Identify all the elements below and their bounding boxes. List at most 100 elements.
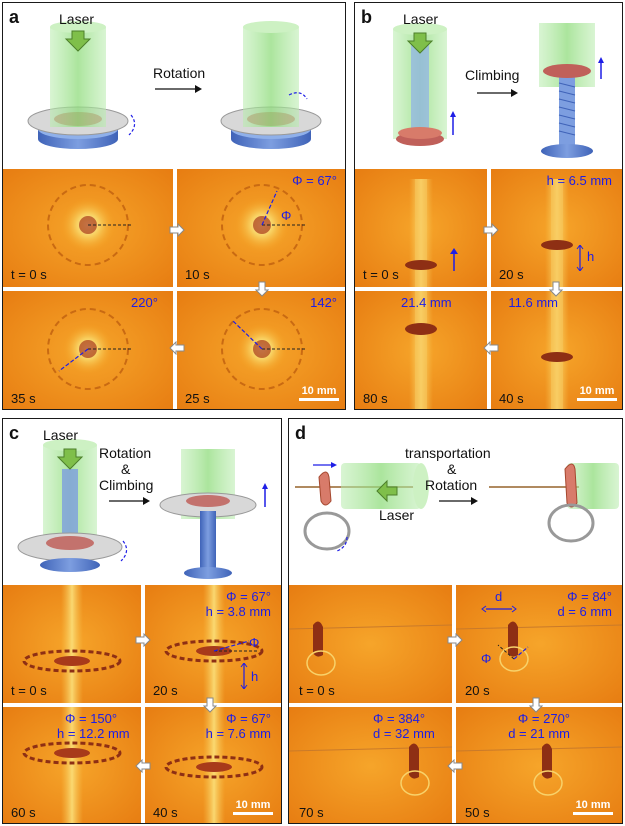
flow-arrow-d-left bbox=[447, 759, 463, 773]
photo-d-3 bbox=[289, 707, 452, 823]
time-a-2: 10 s bbox=[185, 267, 210, 282]
photo-b-3 bbox=[355, 291, 487, 409]
time-a-1: t = 0 s bbox=[11, 267, 47, 282]
schematic-b bbox=[355, 3, 622, 169]
laser-label-c: Laser bbox=[43, 427, 79, 443]
value-b-2: h = 6.5 mm bbox=[546, 173, 612, 188]
photo-c-3 bbox=[3, 707, 141, 823]
time-c-4: 40 s bbox=[153, 805, 178, 820]
value-d-3a: Φ = 384° bbox=[373, 711, 426, 726]
schematic-a bbox=[3, 3, 345, 169]
panel-label-b: b bbox=[361, 7, 372, 27]
scale-label-d: 10 mm bbox=[575, 799, 611, 811]
time-b-1: t = 0 s bbox=[363, 267, 399, 282]
value-c-2b: h = 3.8 mm bbox=[205, 604, 271, 619]
time-d-4: 50 s bbox=[465, 805, 490, 820]
value-d-4b: d = 21 mm bbox=[508, 726, 570, 741]
flow-arrow-c-down bbox=[203, 697, 217, 713]
phi-symbol-d: Φ bbox=[481, 651, 492, 666]
photo-a-2 bbox=[177, 169, 345, 287]
flow-arrow-d-down bbox=[529, 697, 543, 713]
photo-c-2 bbox=[145, 585, 281, 703]
flow-arrow-b-down bbox=[549, 281, 563, 297]
panel-label-d: d bbox=[295, 423, 306, 443]
time-c-1: t = 0 s bbox=[11, 683, 47, 698]
height-marker-b bbox=[576, 245, 584, 271]
scale-label-c: 10 mm bbox=[235, 799, 271, 811]
value-d-3b: d = 32 mm bbox=[373, 726, 435, 741]
photo-c-4 bbox=[145, 707, 281, 823]
panel-label-a: a bbox=[9, 7, 20, 27]
value-c-4a: Φ = 67° bbox=[226, 711, 271, 726]
photo-d-4 bbox=[456, 707, 622, 823]
photo-b-4 bbox=[491, 291, 622, 409]
time-b-2: 20 s bbox=[499, 267, 524, 282]
photo-a-1 bbox=[3, 169, 173, 287]
photo-d-1 bbox=[289, 585, 452, 703]
flow-arrow-a-left bbox=[169, 341, 185, 355]
panel-b: b Laser Climbing bbox=[354, 2, 623, 410]
time-d-3: 70 s bbox=[299, 805, 324, 820]
scale-bar-d: 10 mm bbox=[573, 799, 613, 815]
action-label-d-3: Rotation bbox=[425, 477, 478, 493]
flow-arrow-d-right bbox=[447, 633, 463, 647]
action-label-c-2: & bbox=[121, 461, 131, 477]
panel-a: a Laser Rotation bbox=[2, 2, 346, 410]
photo-c-1 bbox=[3, 585, 141, 703]
scale-bar-a: 10 mm bbox=[299, 385, 339, 401]
photo-a-4 bbox=[177, 291, 345, 409]
time-a-4: 25 s bbox=[185, 391, 210, 406]
value-a-4: 142° bbox=[310, 295, 337, 310]
value-c-2a: Φ = 67° bbox=[226, 589, 271, 604]
flow-arrow-b-left bbox=[483, 341, 499, 355]
time-c-3: 60 s bbox=[11, 805, 36, 820]
value-d-4a: Φ = 270° bbox=[517, 711, 570, 726]
time-a-3: 35 s bbox=[11, 391, 36, 406]
scale-label-a: 10 mm bbox=[301, 385, 337, 397]
time-d-2: 20 s bbox=[465, 683, 490, 698]
action-label-c-3: Climbing bbox=[99, 477, 154, 493]
time-d-1: t = 0 s bbox=[299, 683, 335, 698]
panel-c: c Laser Rotation & Climbing bbox=[2, 418, 282, 824]
laser-label-d: Laser bbox=[379, 507, 415, 523]
value-d-2b: d = 6 mm bbox=[557, 604, 612, 619]
h-symbol-b: h bbox=[587, 249, 595, 264]
flow-arrow-c-left bbox=[135, 759, 151, 773]
schematic-d bbox=[289, 419, 622, 585]
value-c-3b: h = 12.2 mm bbox=[57, 726, 130, 741]
action-label-c-1: Rotation bbox=[99, 445, 152, 461]
phi-symbol-a: Φ bbox=[281, 208, 292, 223]
laser-label-a: Laser bbox=[59, 11, 95, 27]
action-label-b: Climbing bbox=[465, 67, 520, 83]
flow-arrow-a-down bbox=[255, 281, 269, 297]
action-label-a: Rotation bbox=[153, 65, 206, 81]
value-a-2: Φ = 67° bbox=[292, 173, 337, 188]
height-marker-c bbox=[240, 663, 248, 689]
time-c-2: 20 s bbox=[153, 683, 178, 698]
panel-label-c: c bbox=[9, 423, 20, 443]
photo-d-2 bbox=[456, 585, 622, 703]
action-label-d-2: & bbox=[447, 461, 457, 477]
value-d-2a: Φ = 84° bbox=[567, 589, 612, 604]
panel-d: d transportation & Rotation Laser bbox=[288, 418, 623, 824]
value-b-4: 11.6 mm bbox=[508, 295, 558, 310]
value-c-4b: h = 7.6 mm bbox=[205, 726, 271, 741]
phi-symbol-c: Φ bbox=[249, 635, 260, 650]
scale-label-b: 10 mm bbox=[579, 385, 615, 397]
action-label-d-1: transportation bbox=[405, 445, 491, 461]
flow-arrow-a-right bbox=[169, 223, 185, 237]
time-b-4: 40 s bbox=[499, 391, 524, 406]
flow-arrow-b-right bbox=[483, 223, 499, 237]
d-symbol-d: d bbox=[495, 589, 503, 604]
h-symbol-c: h bbox=[251, 669, 259, 684]
time-b-3: 80 s bbox=[363, 391, 388, 406]
flow-arrow-c-right bbox=[135, 633, 151, 647]
laser-label-b: Laser bbox=[403, 11, 439, 27]
photo-b-1 bbox=[355, 169, 487, 287]
scale-bar-b: 10 mm bbox=[577, 385, 617, 401]
photo-a-3 bbox=[3, 291, 173, 409]
value-c-3a: Φ = 150° bbox=[65, 711, 118, 726]
photo-b-2 bbox=[491, 169, 622, 287]
up-arrow-b bbox=[450, 248, 458, 271]
value-a-3: 220° bbox=[131, 295, 158, 310]
